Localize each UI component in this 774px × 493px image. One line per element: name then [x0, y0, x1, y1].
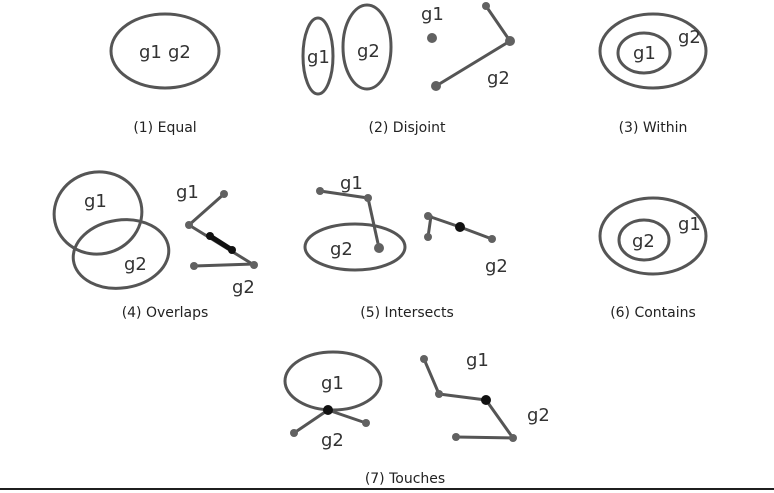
touches-line-vertex-b2 [435, 390, 443, 398]
contains-inner-g2 [617, 218, 671, 262]
caption-intersects: (5) Intersects [360, 305, 454, 321]
touches-shared-point-a [323, 405, 333, 415]
overlaps-shared-start [206, 232, 214, 240]
touches-shared-point-b [481, 395, 491, 405]
disjoint-polygon-label-g1: g1 [307, 47, 330, 68]
overlaps-shared-segment [207, 233, 235, 253]
intersects-polygon-g2 [303, 222, 407, 272]
disjoint-point-g1 [427, 33, 437, 43]
intersects-line-vertex-2 [364, 194, 372, 202]
caption-equal: (1) Equal [133, 120, 196, 136]
intersects-line-label-g2: g2 [485, 256, 508, 277]
intersects-line-label-g1: g1 [340, 173, 363, 194]
touches-line-label-g2: g2 [321, 430, 344, 451]
overlaps-line-vertex-1 [220, 190, 228, 198]
overlaps-line-vertex-2 [185, 221, 193, 229]
overlaps-line-g2 [192, 262, 256, 268]
panel-within: g1 g2 (3) Within [598, 12, 708, 136]
contains-label-g1: g1 [678, 214, 701, 235]
disjoint-line-vertex-2 [505, 36, 515, 46]
panel-intersects: g2 g1 g2 (5) Intersects [303, 173, 508, 321]
intersects-line-vertex-1 [316, 187, 324, 195]
panel-touches: g1 g2 g1 g2 (7) Touches [283, 350, 550, 487]
intersects-polygon-label-g2: g2 [330, 239, 353, 260]
touches-polygon-label-g1: g1 [321, 373, 344, 394]
equal-label-g2: g2 [168, 42, 191, 63]
disjoint-polygon-g1 [301, 16, 335, 96]
overlaps-polygon-g2 [71, 218, 171, 290]
disjoint-point-label-g1: g1 [421, 4, 444, 25]
contains-outer-g1 [598, 196, 708, 276]
touches-line-vertex-b3 [509, 434, 517, 442]
overlaps-shared-end [228, 246, 236, 254]
overlaps-polygon-label-g2: g2 [124, 254, 147, 275]
intersects-line-vertex-3 [374, 243, 384, 253]
touches-line-label-g2: g2 [527, 405, 550, 426]
panel-equal: g1 g2 (1) Equal [109, 12, 221, 136]
intersects-line-vertex-a2 [424, 233, 432, 241]
contains-label-g2: g2 [632, 231, 655, 252]
caption-disjoint: (2) Disjoint [369, 120, 446, 136]
panel-contains: g2 g1 (6) Contains [598, 196, 708, 321]
overlaps-polygon-g1 [52, 170, 144, 256]
intersects-line-vertex-a3 [488, 235, 496, 243]
touches-line-vertex-b1 [420, 355, 428, 363]
touches-line-label-g1: g1 [466, 350, 489, 371]
within-label-g1: g1 [633, 43, 656, 64]
disjoint-line-vertex-3 [431, 81, 441, 91]
panel-overlaps: g1 g2 g1 g2 (4) Overlaps [52, 170, 258, 321]
disjoint-polygon-g2 [341, 3, 393, 91]
overlaps-line-label-g1: g1 [176, 182, 199, 203]
caption-overlaps: (4) Overlaps [122, 305, 209, 321]
within-inner-g1 [616, 31, 672, 75]
disjoint-line-vertex-1 [482, 2, 490, 10]
overlaps-line-vertex-4 [250, 261, 258, 269]
touches-line-vertex-a1 [290, 429, 298, 437]
touches-line-vertex-b4 [452, 433, 460, 441]
within-label-g2: g2 [678, 27, 701, 48]
intersects-line-vertex-a1 [424, 212, 432, 220]
caption-contains: (6) Contains [610, 305, 696, 321]
caption-within: (3) Within [619, 120, 688, 136]
caption-touches: (7) Touches [365, 471, 445, 487]
touches-line-vertex-a2 [362, 419, 370, 427]
overlaps-polygon-label-g1: g1 [84, 191, 107, 212]
overlaps-line-label-g2: g2 [232, 277, 255, 298]
within-outer-g2 [598, 12, 708, 90]
intersects-shared-point [455, 222, 465, 232]
overlaps-line-g1 [187, 192, 256, 267]
overlaps-line-vertex-3 [190, 262, 198, 270]
equal-label-g1: g1 [139, 42, 162, 63]
disjoint-polygon-label-g2: g2 [357, 41, 380, 62]
panel-disjoint: g1 g2 g1 g2 (2) Disjoint [301, 2, 515, 136]
disjoint-line-label-g2: g2 [487, 68, 510, 89]
equal-shape [109, 12, 221, 90]
